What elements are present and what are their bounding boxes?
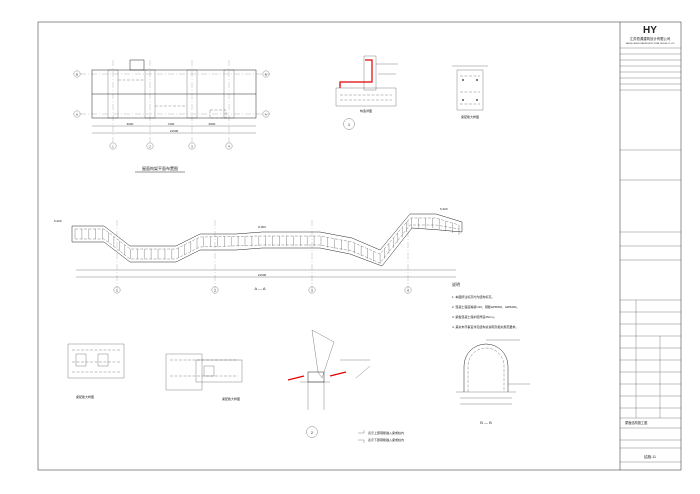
column-section-detail: 梁配筋大样图 (452, 65, 488, 119)
elevation-left: 6.200 (54, 219, 62, 223)
plan-total-dim: 21000 (170, 129, 179, 133)
detail-1-marker: 1 (348, 122, 351, 127)
company-name: 江苏恒源建筑设计有限公司 (630, 36, 671, 41)
roof-frame-plan: 6000 7200 6000 21000 B A B A 1 2 3 4 屋面构… (73, 59, 270, 173)
notes-block: 说明 1. 本图所注标高均为结构标高。 2. 混凝土强度等级C30，钢筋HPB3… (452, 281, 519, 329)
detail-1: 构造详图 1 (335, 55, 398, 130)
section-axis-1: 1 (116, 288, 118, 292)
company-logo: HY (643, 25, 657, 36)
beam-detail-label-2: 梁配筋大样图 (222, 396, 240, 401)
note-line-3: 3. 梁板混凝土保护层厚度25mm。 (452, 314, 497, 319)
plan-axis-row-a: A (76, 112, 78, 116)
company-name-en: JIANGSU HENGYUAN ARCHITECTURAL DESIGN CO… (626, 42, 675, 45)
section-axis-4: 4 (407, 288, 409, 292)
detail-2-marker: 2 (311, 430, 314, 435)
section-total-dim: 21000 (258, 273, 267, 277)
plan-axis-row-b: B (76, 72, 78, 76)
section-b-b-title: B — B (480, 420, 492, 425)
notes-heading: 说明 (452, 281, 460, 287)
stirrup-set (74, 218, 460, 264)
section-b-b: B — B (456, 339, 530, 425)
plan-axis-col-1: 1 (112, 144, 114, 148)
beam-details: 梁配筋大样图 梁配筋大样图 (67, 343, 243, 401)
note-line-2: 2. 混凝土强度等级C30，钢筋HPB300、HRB400。 (452, 304, 519, 309)
beam-detail-label-1: 梁配筋大样图 (76, 394, 94, 399)
plan-axis-row-b-right: B (265, 72, 267, 76)
drawing-title: 屋面结构施工图 (625, 420, 647, 425)
detail-2: 2 (287, 329, 371, 438)
plan-span-2: 7200 (168, 122, 175, 126)
title-block: HY 江苏恒源建筑设计有限公司 JIANGSU HENGYUAN ARCHITE… (620, 25, 681, 463)
section-a-a: 21000 6.200 6.200 8.000 1 2 3 4 A — A (54, 207, 463, 294)
legend-item-1: 表示上部钢筋锚入梁或柱内 (368, 430, 404, 435)
plan-title: 屋面构架平面布置图 (142, 165, 178, 171)
note-line-4: 4. 其余未尽事宜详见结构总说明及相关规范要求。 (452, 324, 518, 329)
title-block-rows (620, 47, 681, 463)
plan-span-1: 6000 (127, 122, 134, 126)
drawing-number: 结施-11 (644, 454, 656, 459)
section-axis-3: 3 (311, 288, 313, 292)
elevation-right: 6.200 (440, 207, 448, 211)
elevation-top: 8.000 (258, 225, 266, 229)
section-a-a-title: A — A (254, 286, 265, 291)
plan-axis-col-2: 2 (149, 144, 151, 148)
detail-1-label: 构造详图 (360, 108, 372, 113)
legend: 表示上部钢筋锚入梁或柱内 表示下部钢筋锚入梁或柱内 (358, 430, 404, 443)
section-axis-2: 2 (214, 288, 216, 292)
note-line-1: 1. 本图所注标高均为结构标高。 (452, 294, 494, 299)
legend-item-2: 表示下部钢筋锚入梁或柱内 (368, 437, 404, 442)
plan-axis-row-a-right: A (265, 112, 267, 116)
column-section-label: 梁配筋大样图 (461, 114, 479, 119)
plan-axis-col-4: 4 (228, 144, 230, 148)
plan-span-3: 6000 (209, 122, 216, 126)
plan-axis-col-3: 3 (191, 144, 193, 148)
